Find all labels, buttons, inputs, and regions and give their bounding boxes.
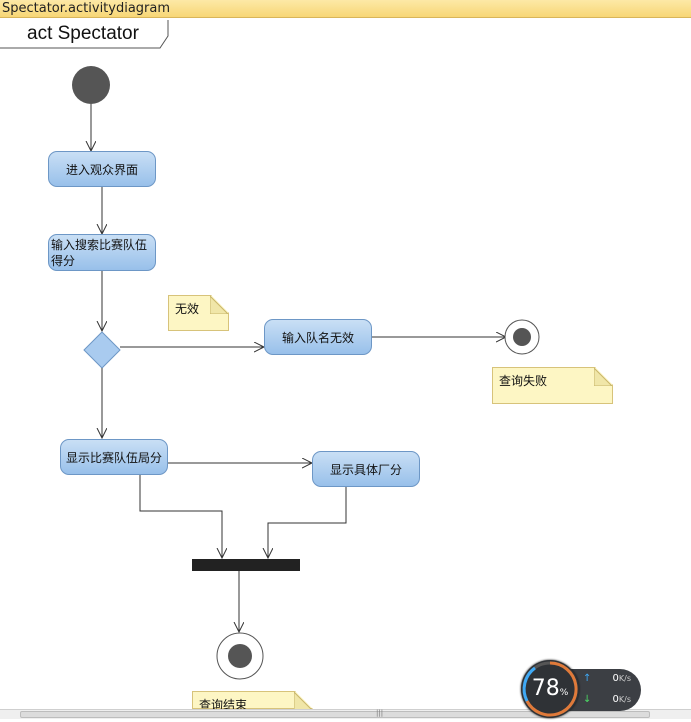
- note-query-end[interactable]: 查询结束: [192, 691, 313, 709]
- action-input-invalid[interactable]: 输入队名无效: [264, 319, 372, 355]
- download-speed: ↓ 0K/s: [583, 694, 631, 705]
- note-fold-icon: [594, 368, 612, 386]
- download-arrow-icon: ↓: [583, 694, 592, 705]
- note-fold-icon: [210, 296, 228, 314]
- note-invalid[interactable]: 无效: [168, 295, 229, 331]
- note-query-end-text: 查询结束: [199, 698, 248, 712]
- scrollbar-thumb[interactable]: [20, 711, 650, 718]
- frame-label: act Spectator: [27, 23, 139, 44]
- final-node-fail-dot: [513, 328, 531, 346]
- edge-detail-to-join: [268, 487, 347, 558]
- final-node-end-dot: [228, 644, 252, 668]
- decision-node[interactable]: [83, 331, 121, 369]
- usage-gauge[interactable]: 78%: [521, 660, 579, 718]
- initial-node[interactable]: [72, 66, 110, 104]
- edge-showmatch-to-join: [139, 475, 222, 558]
- upload-speed: ↑ 0K/s: [583, 673, 631, 684]
- gauge-ring-icon: [522, 661, 578, 717]
- network-speed-widget[interactable]: 78% ↑ 0K/s ↓ 0K/s: [521, 660, 641, 719]
- gauge-percent: 78%: [531, 676, 569, 701]
- upload-arrow-icon: ↑: [583, 673, 592, 684]
- scrollbar-grip-icon: |||: [376, 709, 384, 717]
- action-show-match[interactable]: 显示比赛队伍局分: [60, 439, 168, 475]
- action-enter-view[interactable]: 进入观众界面: [48, 151, 156, 187]
- note-query-fail[interactable]: 查询失败: [492, 367, 613, 404]
- note-invalid-text: 无效: [175, 302, 200, 316]
- action-input-search[interactable]: 输入搜索比赛队伍得分: [48, 234, 156, 271]
- note-query-fail-text: 查询失败: [499, 374, 548, 388]
- note-fold-icon: [294, 692, 312, 710]
- horizontal-scrollbar[interactable]: |||: [0, 709, 691, 719]
- join-bar[interactable]: [192, 559, 300, 571]
- window-title: Spectator.activitydiagram: [0, 0, 691, 18]
- action-show-detail[interactable]: 显示具体厂分: [312, 451, 420, 487]
- frame-tab-outline: [0, 20, 169, 49]
